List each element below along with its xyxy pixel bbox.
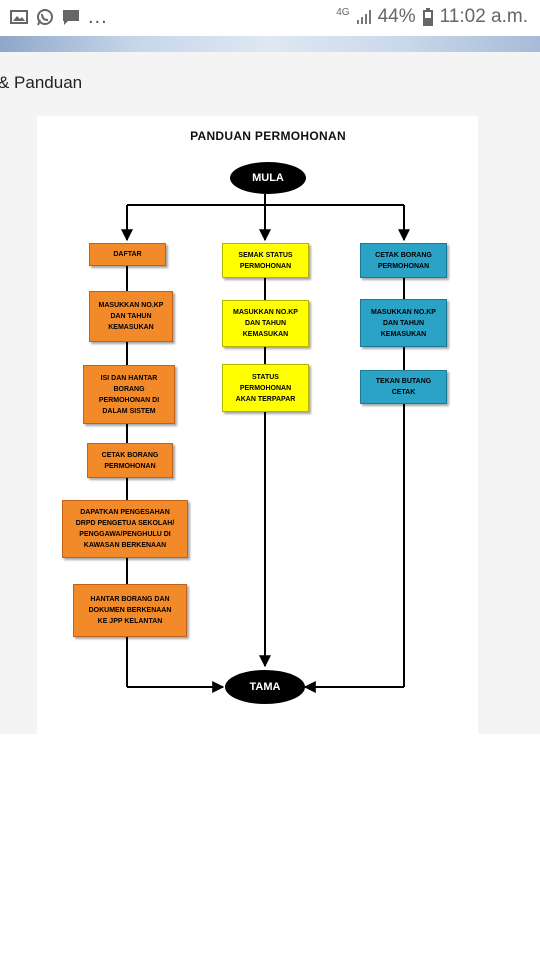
step-status-displayed: STATUS PERMOHONAN AKAN TERPAPAR [222,364,309,412]
start-node: MULA [230,162,306,194]
step-check-status: SEMAK STATUS PERMOHONAN [222,243,309,278]
status-bar: ... 4G 44% 11:02 a.m. [0,0,540,36]
battery-icon [422,8,433,26]
step-press-print-button: TEKAN BUTANG CETAK [360,370,447,404]
step-enter-ic-year: MASUKKAN NO.KP DAN TAHUN KEMASUKAN [89,291,173,342]
message-icon [63,10,79,25]
step-print-form: CETAK BORANG PERMOHONAN [87,443,173,478]
step-send-documents: HANTAR BORANG DAN DOKUMEN BERKENAAN KE J… [73,584,187,637]
system-status: 4G 44% 11:02 a.m. [336,6,528,28]
step-register: DAFTAR [89,243,166,266]
page-content[interactable]: & Panduan [0,52,540,734]
image-icon [10,10,28,24]
app-toolbar-strip [0,36,540,52]
step-get-endorsement: DAPATKAN PENGESAHAN DRPD PENGETUA SEKOLA… [62,500,188,558]
network-type: 4G [336,7,350,18]
page-title: & Panduan [0,73,83,92]
battery-percent: 44% [377,6,416,27]
clock: 11:02 a.m. [439,6,528,27]
whatsapp-icon [37,9,53,26]
flowchart-image: PANDUAN PERMOHONAN MULA TAMA DAFTAR MASU… [37,116,478,734]
end-node: TAMA [225,670,305,704]
step-fill-submit-form: ISI DAN HANTAR BORANG PERMOHONAN DI DALA… [83,365,175,424]
step-print-form-col3: CETAK BORANG PERMOHONAN [360,243,447,278]
more-notifications: ... [88,6,108,28]
step-enter-ic-year-print: MASUKKAN NO.KP DAN TAHUN KEMASUKAN [360,299,447,347]
flowchart-connectors [121,194,410,693]
signal-icon [356,10,371,24]
flowchart-title: PANDUAN PERMOHONAN [190,129,346,143]
notification-icons: ... [10,6,108,28]
step-enter-ic-year-status: MASUKKAN NO.KP DAN TAHUN KEMASUKAN [222,300,309,347]
